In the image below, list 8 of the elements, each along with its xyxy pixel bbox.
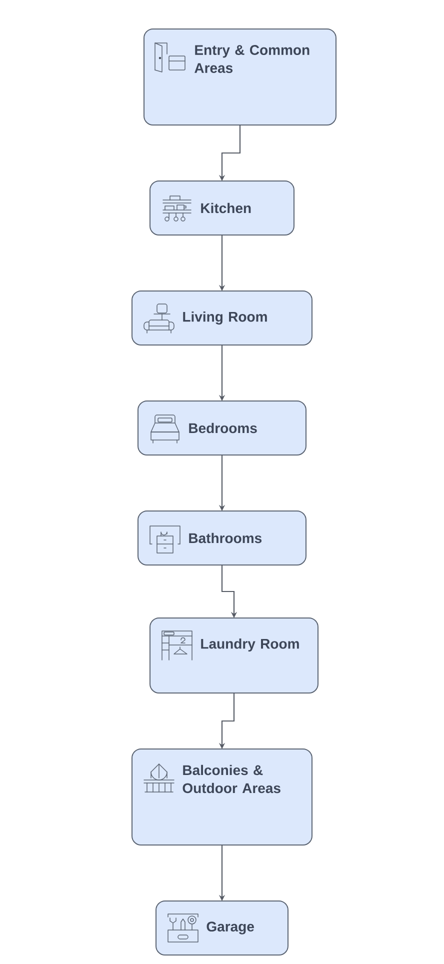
room-box: Garage (156, 900, 288, 956)
room-box: Bedrooms (138, 400, 306, 456)
room-box: Balconies & Outdoor Areas (132, 748, 312, 846)
room-box: Laundry Room (150, 618, 318, 694)
room-box: Kitchen (150, 180, 294, 236)
room-box: Entry & Common Areas (144, 28, 336, 126)
room-box: Bathrooms (138, 510, 306, 566)
room-box: Living Room (132, 290, 312, 346)
